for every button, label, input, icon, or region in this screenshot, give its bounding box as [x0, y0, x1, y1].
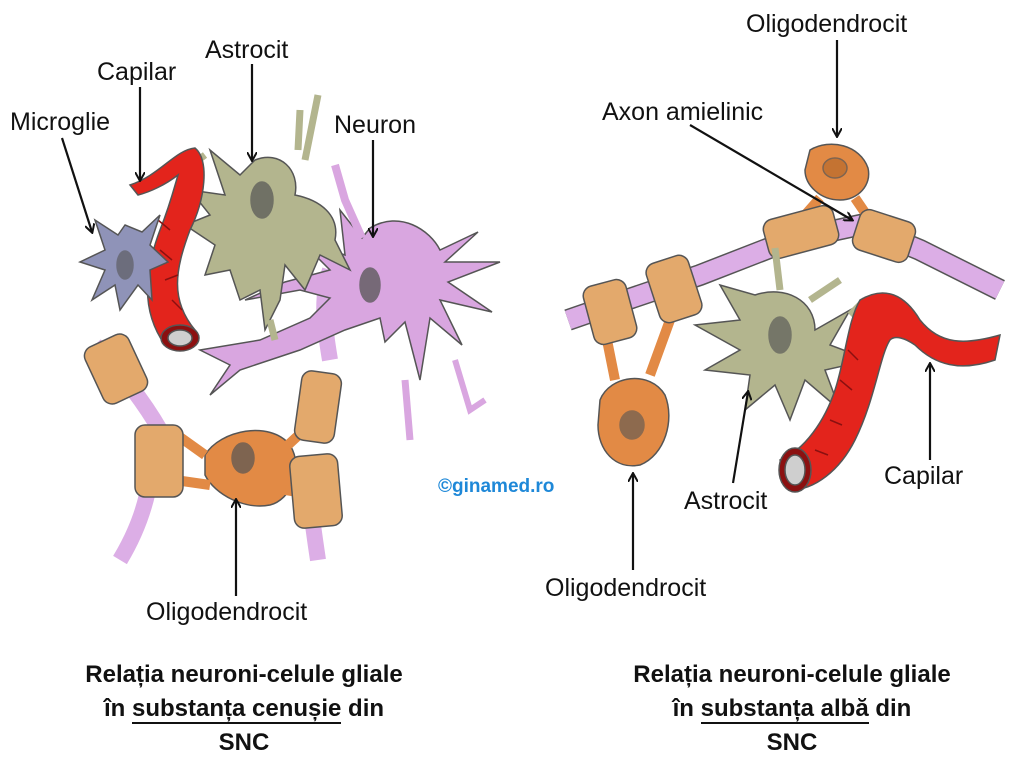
- label-astrocit-right: Astrocit: [684, 487, 768, 515]
- label-astrocit-left: Astrocit: [205, 36, 289, 64]
- caption-right: Relația neuroni-celule gliale în substan…: [582, 658, 1002, 760]
- label-neuron: Neuron: [334, 111, 416, 139]
- caption-right-line1: Relația neuroni-celule gliale: [633, 661, 951, 688]
- caption-right-underlined: substanța albă: [700, 695, 869, 724]
- label-capilar-right: Capilar: [884, 462, 964, 490]
- caption-right-line3: SNC: [766, 729, 818, 756]
- label-oligodendrocit-right-bottom: Oligodendrocit: [545, 574, 707, 602]
- astrocyte-left: [182, 94, 352, 341]
- caption-left-line3: SNC: [218, 729, 270, 756]
- watermark: ©ginamed.ro: [438, 476, 555, 497]
- caption-left-line2: în substanța cenușie din: [103, 695, 385, 724]
- arrow-microglie: [60, 137, 92, 232]
- label-axon-amielinic: Axon amielinic: [602, 98, 764, 126]
- caption-right-line2: în substanța albă din: [672, 695, 912, 724]
- right-illustration: [564, 143, 1005, 493]
- microglia-cell: [77, 214, 170, 312]
- label-oligodendrocit-left: Oligodendrocit: [146, 598, 308, 626]
- oligodendrocyte-right-bottom: [582, 254, 703, 467]
- label-microglie: Microglie: [10, 108, 111, 136]
- oligodendrocyte-right-top: [762, 143, 917, 264]
- neuron-cell: [197, 163, 501, 441]
- arrow-astrocit-right: [731, 392, 748, 484]
- pointer-arrows: [60, 40, 930, 596]
- left-illustration: [77, 94, 501, 565]
- caption-left: Relația neuroni-celule gliale în substan…: [34, 658, 454, 760]
- arrow-axon: [689, 124, 852, 220]
- caption-left-underlined: substanța cenușie: [131, 695, 342, 724]
- label-capilar-left: Capilar: [97, 58, 177, 86]
- capillary-right: [778, 292, 1001, 493]
- oligodendrocyte-left: [83, 333, 343, 529]
- caption-left-line1: Relația neuroni-celule gliale: [85, 661, 403, 688]
- label-oligodendrocit-right-top: Oligodendrocit: [746, 10, 908, 38]
